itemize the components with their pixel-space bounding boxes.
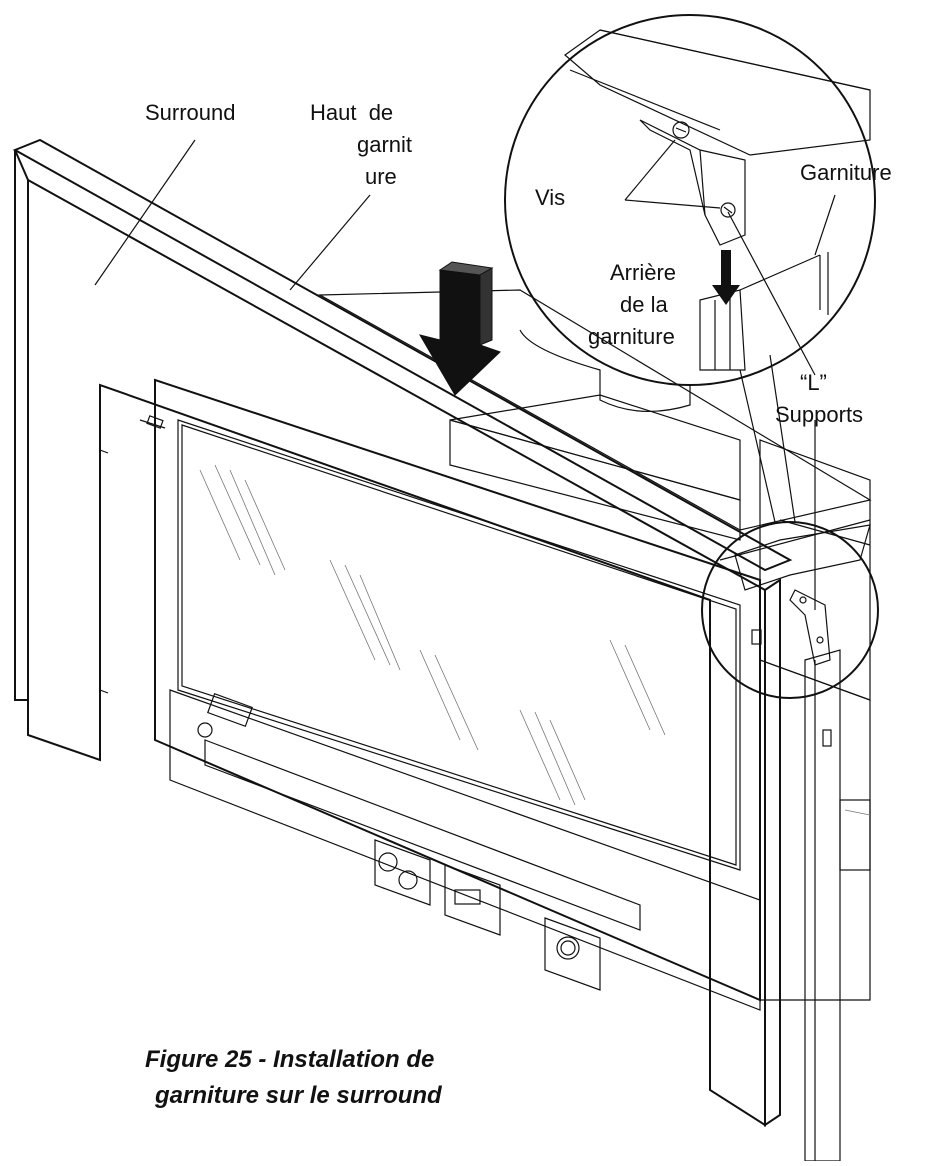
down-arrow-icon bbox=[418, 261, 501, 396]
detail-circle-large bbox=[504, 14, 876, 523]
caption-line2: garniture sur le surround bbox=[154, 1082, 443, 1109]
label-l-supports-line1: “L” bbox=[800, 370, 827, 395]
side-post bbox=[804, 649, 841, 1162]
figure-caption: Figure 25 - Installation de garniture su… bbox=[145, 1046, 443, 1109]
labels: Surround Haut de garnit ure Vis Garnitur… bbox=[145, 100, 892, 427]
label-haut-line3: ure bbox=[365, 164, 397, 189]
surround-panel bbox=[12, 138, 793, 1127]
label-haut-line1: Haut de bbox=[310, 100, 393, 125]
detail-circle-small bbox=[701, 519, 879, 699]
label-arriere-line3: garniture bbox=[588, 324, 675, 349]
glass-hatching bbox=[199, 464, 666, 806]
label-arriere-line2: de la bbox=[620, 292, 668, 317]
caption-line1: Figure 25 - Installation de bbox=[145, 1046, 434, 1073]
leader-lines bbox=[94, 139, 836, 610]
control-panel bbox=[169, 689, 761, 1011]
firebox-frame bbox=[154, 378, 761, 1002]
label-arriere-line1: Arrière bbox=[610, 260, 676, 285]
label-vis: Vis bbox=[535, 185, 565, 210]
label-haut-line2: garnit bbox=[357, 132, 412, 157]
label-surround: Surround bbox=[145, 100, 236, 125]
label-garniture: Garniture bbox=[800, 160, 892, 185]
label-l-supports-line2: Supports bbox=[775, 402, 863, 427]
